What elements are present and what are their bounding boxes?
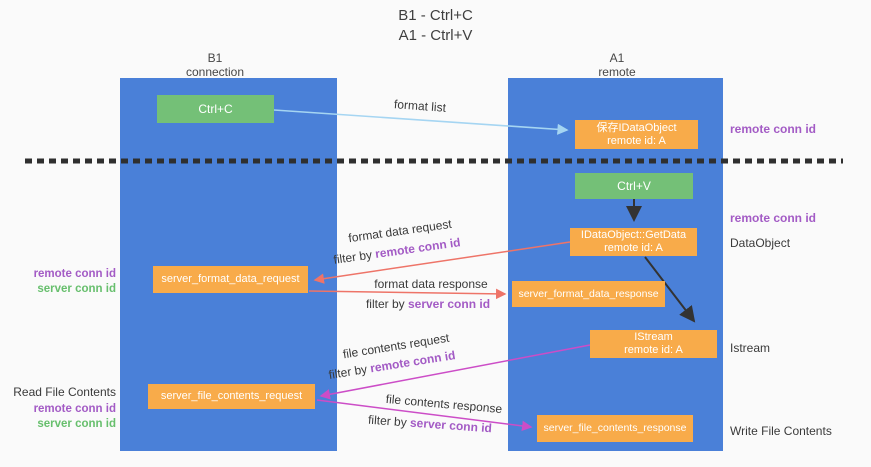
label-remote-conn-id-left-mid: remote conn id [33,268,116,280]
label-remote-conn-id-mid-right: remote conn id [730,211,817,225]
node-ctrl-c-label: Ctrl+C [198,102,233,116]
label-file-contents-response-filter: filter by server conn id [368,413,493,436]
label-format-list: format list [393,97,447,115]
lane-a1-role: remote [598,65,636,79]
label-remote-conn-id-left-bottom: remote conn id [33,403,116,415]
node-istream: IStream remote id: A [590,330,717,358]
label-file-contents-response: file contents response [385,391,503,417]
filter-by-text: filter by [367,412,411,430]
node-save-idataobject-line1: 保存IDataObject [596,121,677,134]
lane-b1-role: connection [185,65,245,79]
node-server-file-contents-response: server_file_contents_response [537,415,693,442]
lane-b1-name: B1 [207,51,223,65]
title-line-1: B1 - Ctrl+C [398,7,473,24]
label-server-conn-id-left-mid: server conn id [37,283,116,295]
filter-by-text: filter by [332,247,377,267]
label-istream: Istream [730,341,771,355]
node-server-file-contents-request-label: server_file_contents_request [160,390,303,402]
left-conn-id-group-mid: remote conn id server conn id [10,267,116,297]
node-server-format-data-request: server_format_data_request [153,266,308,293]
node-ctrl-c: Ctrl+C [157,95,274,123]
title-line-2: A1 - Ctrl+V [398,27,473,44]
label-format-data-response: format data response [374,277,488,291]
label-dataobject: DataObject [730,236,791,250]
node-getdata-line2: remote id: A [604,242,663,254]
node-server-file-contents-request: server_file_contents_request [148,384,315,409]
node-ctrl-v-label: Ctrl+V [617,179,651,193]
node-save-idataobject: 保存IDataObject remote id: A [575,120,698,149]
node-server-file-contents-response-label: server_file_contents_response [543,422,687,434]
node-server-format-data-response-label: server_format_data_response [518,287,659,300]
node-ctrl-v: Ctrl+V [575,173,693,199]
label-format-data-response-filter: filter by server conn id [366,297,490,311]
lane-a1-name: A1 [609,51,625,65]
node-server-format-data-response: server_format_data_response [512,281,665,307]
node-istream-line2: remote id: A [624,344,683,356]
node-save-idataobject-line2: remote id: A [607,134,666,147]
node-getdata-line1: IDataObject::GetData [580,229,687,241]
arrow-format-data-response [308,288,507,300]
node-server-format-data-request-label: server_format_data_request [161,273,300,285]
lane-header-a1: A1 remote [562,51,672,79]
server-conn-id-highlight: server conn id [409,415,493,436]
node-istream-line1: IStream [634,331,673,343]
label-remote-conn-id-top-right: remote conn id [730,122,817,136]
lane-header-b1: B1 connection [160,51,270,79]
filter-by-text: filter by [365,297,408,311]
diagram-title: B1 - Ctrl+C A1 - Ctrl+V [0,6,871,46]
label-write-file-contents: Write File Contents [730,424,832,438]
label-server-conn-id-left-bottom: server conn id [37,418,116,430]
left-conn-id-group-bottom: remote conn id server conn id [10,402,116,432]
node-idataobject-getdata: IDataObject::GetData remote id: A [570,228,697,256]
label-read-file-contents: Read File Contents [13,385,116,399]
server-conn-id-highlight: server conn id [407,297,491,311]
